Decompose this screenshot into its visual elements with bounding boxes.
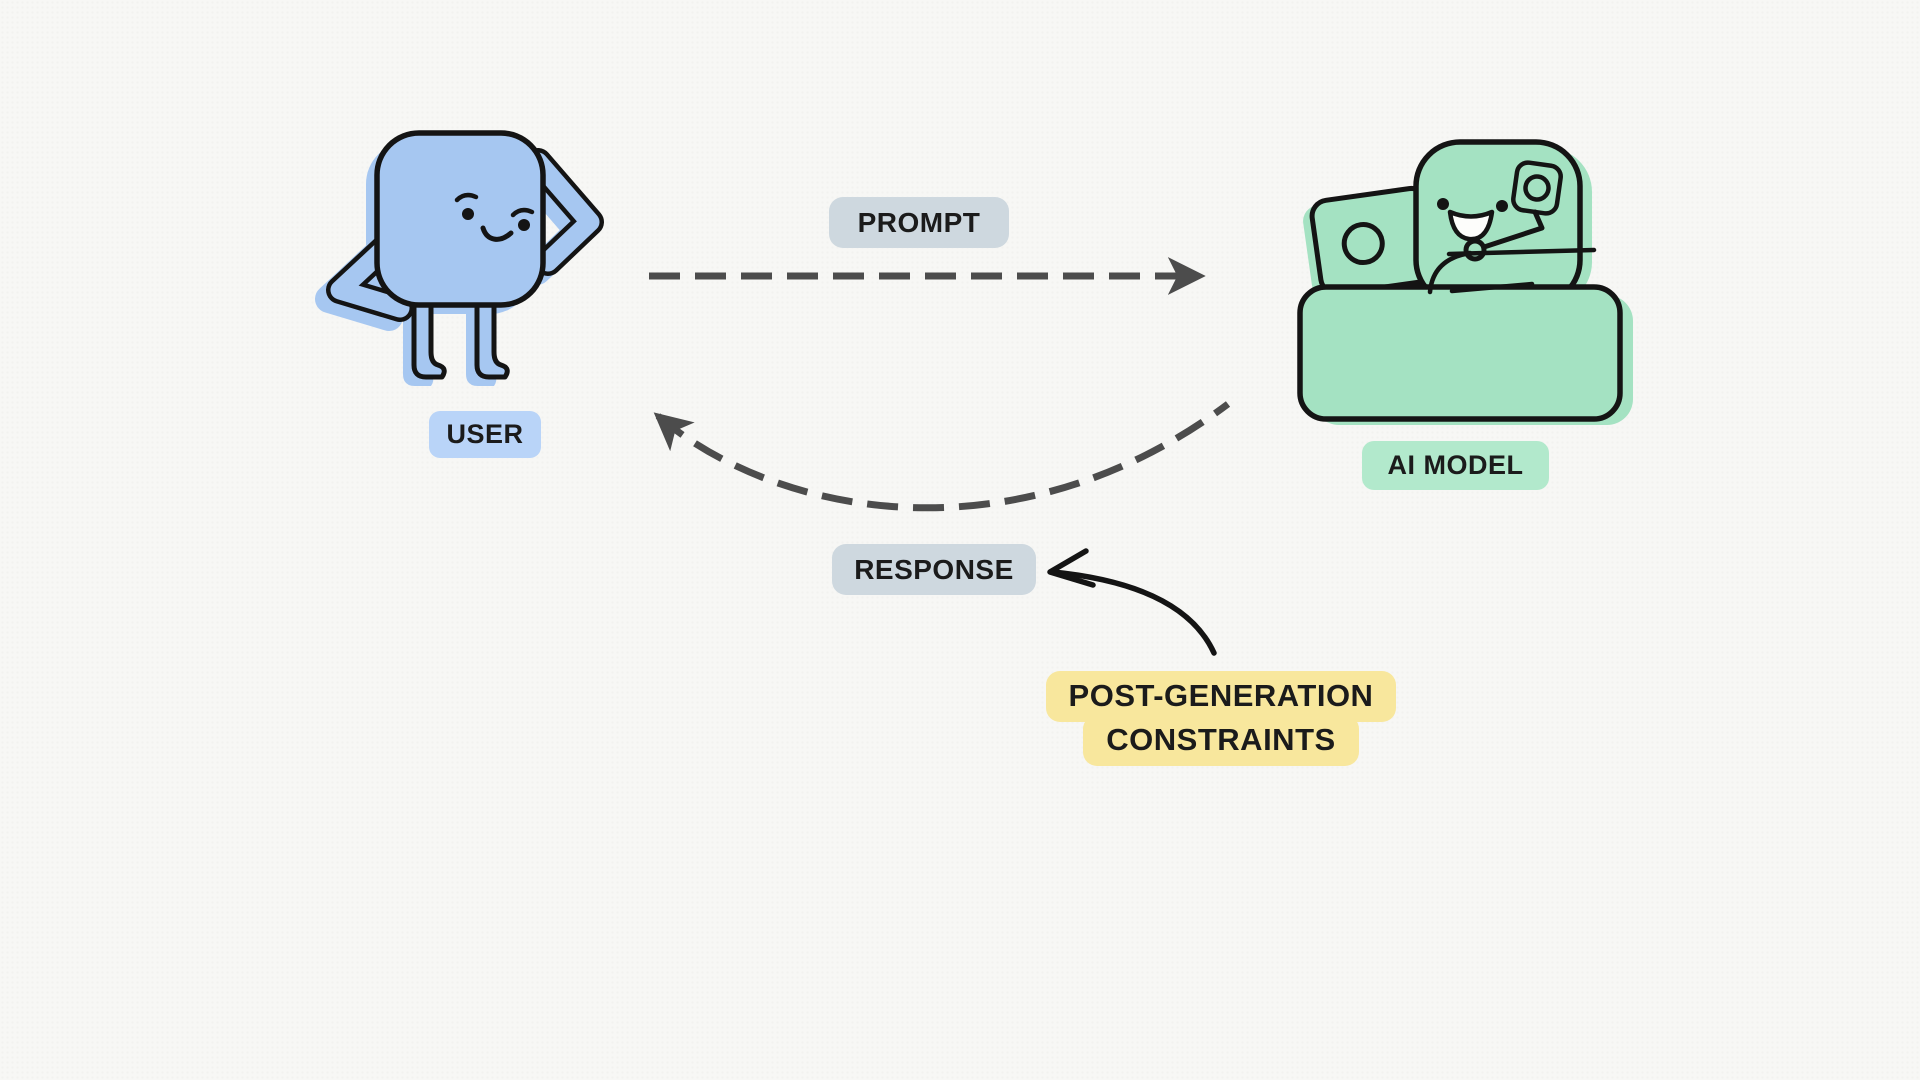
post-generation-constraints-line1: POST-GENERATION (1045, 671, 1397, 723)
ai-desk (1297, 284, 1623, 422)
post-generation-constraints-label: POST-GENERATION CONSTRAINTS (1021, 671, 1421, 767)
laptop-logo-circle (1341, 222, 1385, 266)
user-eye-left (462, 208, 474, 220)
ai-hand (1463, 238, 1487, 262)
user-leg-left (411, 285, 447, 380)
speaker-module-icon (1511, 160, 1563, 216)
prompt-edge-label: PROMPT (829, 197, 1009, 248)
user-eyebrow-left (454, 192, 479, 203)
user-arm-right-raised (524, 148, 604, 276)
user-face (454, 192, 535, 242)
response-dashed-arrow (653, 401, 1231, 512)
post-generation-constraints-line2: CONSTRAINTS (1083, 715, 1359, 767)
user-body (374, 130, 546, 308)
ai-model-node-label: AI MODEL (1362, 441, 1549, 490)
user-node-label: USER (429, 411, 541, 458)
ai-eye-left (1437, 198, 1449, 210)
user-mouth-frown (480, 225, 514, 242)
ai-face (1437, 198, 1508, 242)
ai-eye-right (1496, 200, 1508, 212)
ai-arm-on-desk (1427, 247, 1597, 295)
ai-mouth-smile (1447, 209, 1495, 242)
response-edge-label: RESPONSE (832, 544, 1036, 595)
user-character-icon (315, 130, 604, 386)
user-leg-right (474, 285, 510, 380)
ai-robot-icon (1297, 139, 1633, 425)
user-eyebrow-right (510, 207, 535, 218)
constraints-hand-drawn-arrow (1047, 548, 1217, 656)
user-eye-right (518, 219, 530, 231)
